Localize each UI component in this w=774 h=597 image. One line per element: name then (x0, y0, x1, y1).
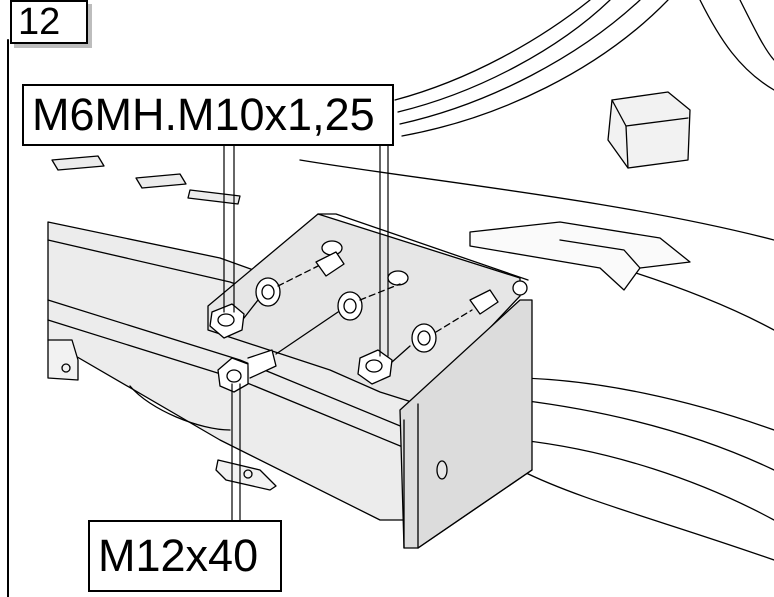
bolt-callout-label: M12x40 (88, 520, 282, 592)
mounting-bracket (207, 213, 533, 549)
leader-lines (223, 145, 389, 521)
vehicle-body-outline (299, 0, 774, 561)
vehicle-bracket (469, 221, 691, 291)
bracket-holes (321, 240, 409, 286)
frame-slots (51, 155, 241, 205)
step-number: 12 (18, 1, 61, 43)
frame-hub (129, 385, 231, 431)
nut-callout-label: M6MH.M10x1,25 (22, 84, 394, 146)
upper-left-fastener (209, 251, 345, 339)
frame-lug (47, 339, 277, 491)
center-fastener (217, 283, 401, 393)
bolt-callout-text: M12x40 (98, 530, 259, 581)
nut-callout-text: M6MH.M10x1,25 (32, 89, 375, 140)
right-fastener (357, 289, 499, 385)
bumper-block (607, 91, 691, 169)
step-number-box: 12 (10, 0, 88, 44)
